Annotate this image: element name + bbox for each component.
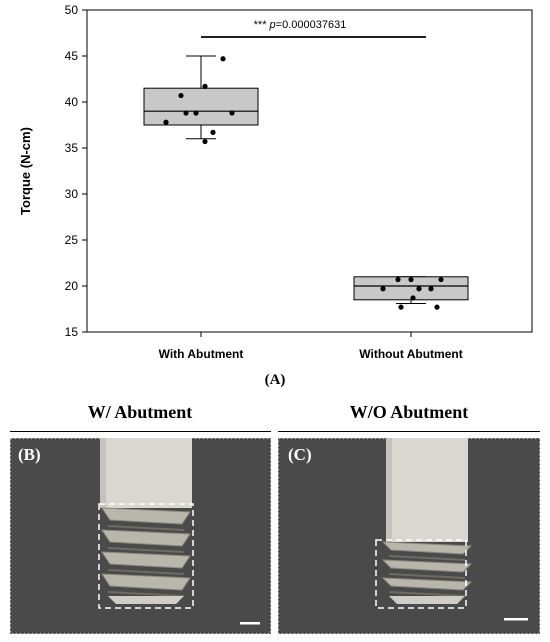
implant-apex [108, 596, 184, 604]
p-value-annotation: *** p=0.000037631 [254, 19, 347, 31]
implant-shaft [100, 438, 192, 508]
y-tick-label: 35 [65, 141, 79, 155]
panel-label-c: (C) [288, 445, 312, 464]
implant-thread [101, 529, 191, 547]
x-tick-label: Without Abutment [359, 347, 462, 361]
implant-without-abutment [381, 438, 473, 604]
thread-highlight-box [98, 503, 194, 609]
y-tick-label: 50 [65, 3, 79, 17]
y-tick-label: 30 [65, 187, 79, 201]
y-tick-label: 20 [65, 279, 79, 293]
scale-bar [504, 618, 528, 621]
thread-groove [107, 547, 185, 553]
box-group [353, 276, 469, 310]
implant-shadow [386, 438, 392, 542]
data-point [183, 110, 189, 116]
implant-thread [381, 577, 473, 591]
data-point [408, 276, 414, 283]
data-point [380, 286, 386, 292]
data-point [193, 110, 199, 116]
data-point [410, 295, 416, 301]
photo-title-with-abutment: W/ Abutment [87, 402, 193, 422]
thread-groove [107, 591, 185, 597]
thread-groove [107, 525, 185, 531]
implant-thread [101, 551, 191, 569]
y-tick-label: 25 [65, 233, 79, 247]
panel-label-a: (A) [264, 372, 286, 388]
photo-with-abutment: (B) [10, 438, 271, 634]
data-point [202, 138, 208, 145]
panel-label-b: (B) [18, 445, 41, 464]
implant-thread [101, 573, 191, 591]
title-underline-b [10, 431, 271, 432]
data-point [229, 110, 235, 116]
data-point [395, 276, 401, 283]
data-point [178, 92, 184, 99]
y-tick-label: 15 [65, 325, 79, 339]
implant-apex [389, 596, 465, 604]
scale-bar [240, 622, 260, 625]
data-point [438, 276, 444, 283]
p-symbol: p [269, 19, 276, 31]
y-axis-label: Torque (N-cm) [18, 127, 33, 215]
implant-shaft [386, 438, 468, 542]
thread-highlight-box [375, 539, 467, 609]
thread-groove [388, 573, 466, 579]
data-point [416, 286, 422, 292]
implant-thread [101, 507, 191, 525]
y-tick-label: 40 [65, 95, 79, 109]
implant-thread [381, 541, 473, 555]
thread-groove [107, 569, 185, 575]
significance-stars: *** [254, 19, 270, 31]
iqr-box [143, 87, 259, 126]
p-value: =0.000037631 [276, 19, 347, 31]
plot-frame [86, 9, 533, 333]
box-group [143, 55, 259, 145]
data-point [398, 304, 404, 310]
data-point [210, 129, 216, 135]
data-point [434, 304, 440, 310]
thread-groove [388, 555, 466, 561]
data-point [202, 83, 208, 89]
implant-with-abutment [100, 438, 192, 604]
implant-thread [381, 559, 473, 573]
data-point [220, 56, 226, 62]
data-point [428, 286, 434, 292]
y-tick-label: 45 [65, 49, 79, 63]
data-point [163, 119, 169, 125]
iqr-box [353, 276, 469, 301]
photo-title-without-abutment: W/O Abutment [349, 402, 469, 422]
thread-groove [388, 591, 466, 597]
x-tick-label: With Abutment [159, 347, 244, 361]
title-underline-c [278, 431, 540, 432]
implant-shadow [100, 438, 106, 508]
photo-without-abutment: (C) [278, 438, 540, 634]
